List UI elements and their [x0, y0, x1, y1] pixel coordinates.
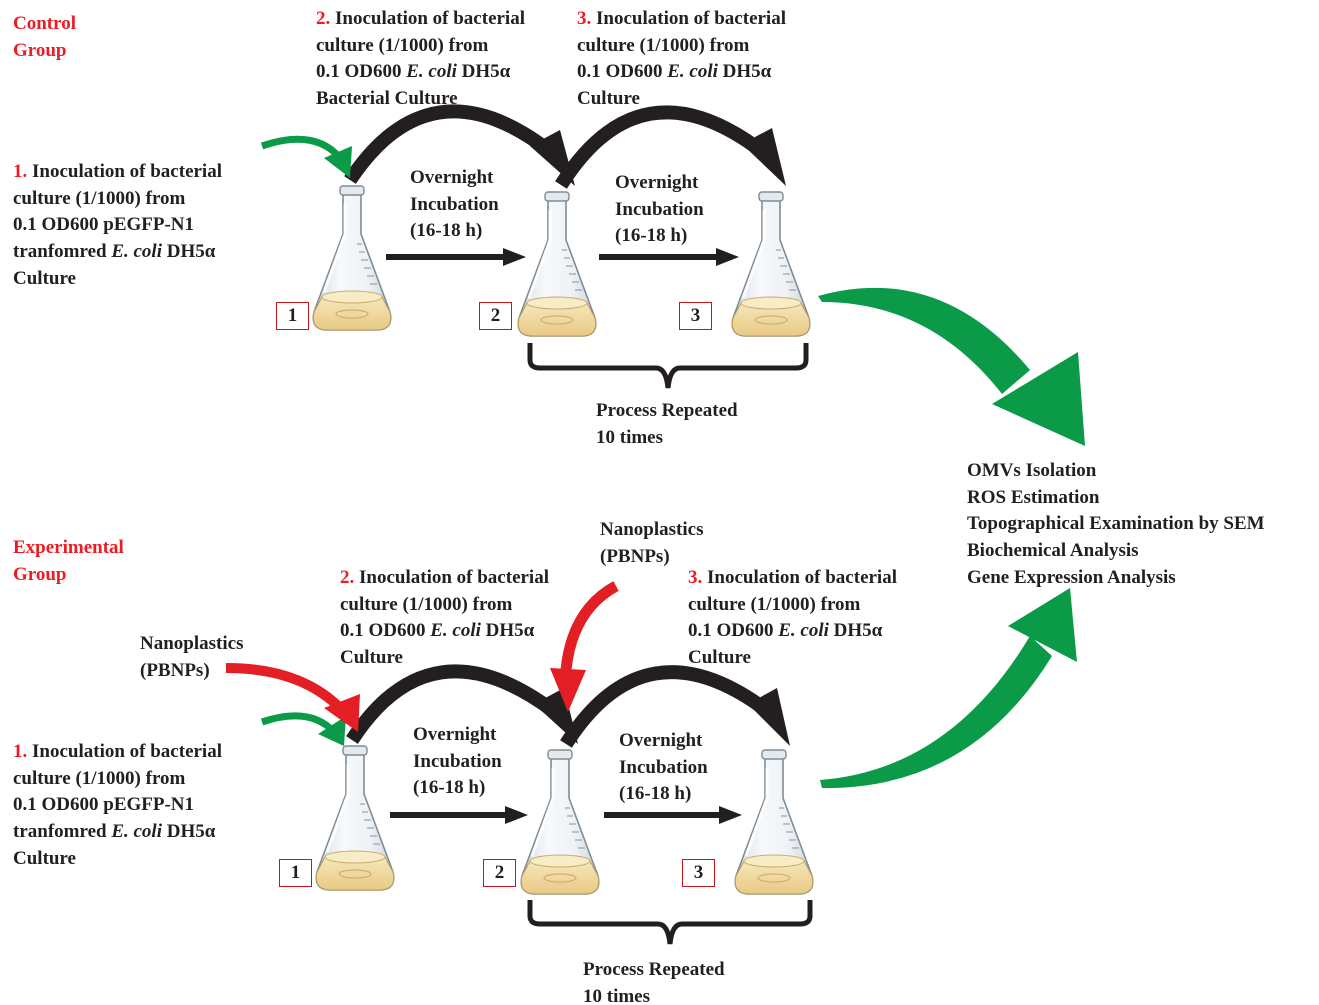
flask-label-1-experimental: 1 [279, 859, 312, 887]
incubation-arrow-1-control [386, 248, 526, 266]
analysis-item: Biochemical Analysis [967, 540, 1139, 562]
control-step-2-text: 2. Inoculation of bacterial culture (1/1… [316, 8, 525, 110]
inoculation-arrow-experimental [260, 712, 346, 746]
flask-1-control [311, 184, 393, 332]
flask-label-3-control: 3 [679, 302, 712, 330]
flask-label-2-control: 2 [479, 302, 512, 330]
nanoplastics-arrow-2 [550, 581, 619, 712]
analysis-item: OMVs Isolation [967, 460, 1097, 481]
control-step-1-text: 1. Inoculation of bacterial culture (1/1… [13, 161, 222, 289]
flask-2-control [516, 190, 598, 338]
analysis-item: Gene Expression Analysis [967, 566, 1176, 588]
incubation-arrow-1-experimental [390, 806, 528, 824]
experimental-step-3-text: 3. Inoculation of bacterial culture (1/1… [688, 567, 897, 669]
incubation-arrow-2-experimental [604, 806, 742, 824]
nanoplastics-label-1: Nanoplastics(PBNPs) [140, 633, 244, 681]
experimental-step-2-text: 2. Inoculation of bacterial culture (1/1… [340, 567, 549, 669]
flask-label-1-control: 1 [276, 302, 309, 330]
inoculation-arrow-control [260, 135, 352, 178]
flask-label-3-experimental: 3 [682, 859, 715, 887]
brace-control [527, 343, 809, 389]
incubation-arrow-2-control [599, 248, 739, 266]
nanoplastics-label-2: Nanoplastics(PBNPs) [600, 519, 704, 567]
analysis-list: OMVs Isolation ROS Estimation Topographi… [967, 458, 1265, 592]
results-arrow-control [818, 287, 1085, 446]
flask-label-2-experimental: 2 [483, 859, 516, 887]
control-step-3-text: 3. Inoculation of bacterial culture (1/1… [577, 8, 786, 110]
brace-experimental [527, 900, 813, 945]
experimental-step-1-text: 1. Inoculation of bacterial culture (1/1… [13, 741, 222, 869]
transfer-arrow-2-control [555, 105, 786, 189]
flask-3-control [730, 190, 812, 338]
results-arrow-experimental [820, 588, 1077, 789]
flask-1-experimental [314, 744, 396, 892]
nanoplastics-arrow-1 [225, 663, 360, 732]
flask-3-experimental [733, 748, 815, 896]
analysis-item: ROS Estimation [967, 486, 1100, 508]
flask-2-experimental [519, 748, 601, 896]
analysis-item: Topographical Examination by SEM [967, 513, 1265, 535]
transfer-arrow-2-experimental [560, 665, 790, 748]
